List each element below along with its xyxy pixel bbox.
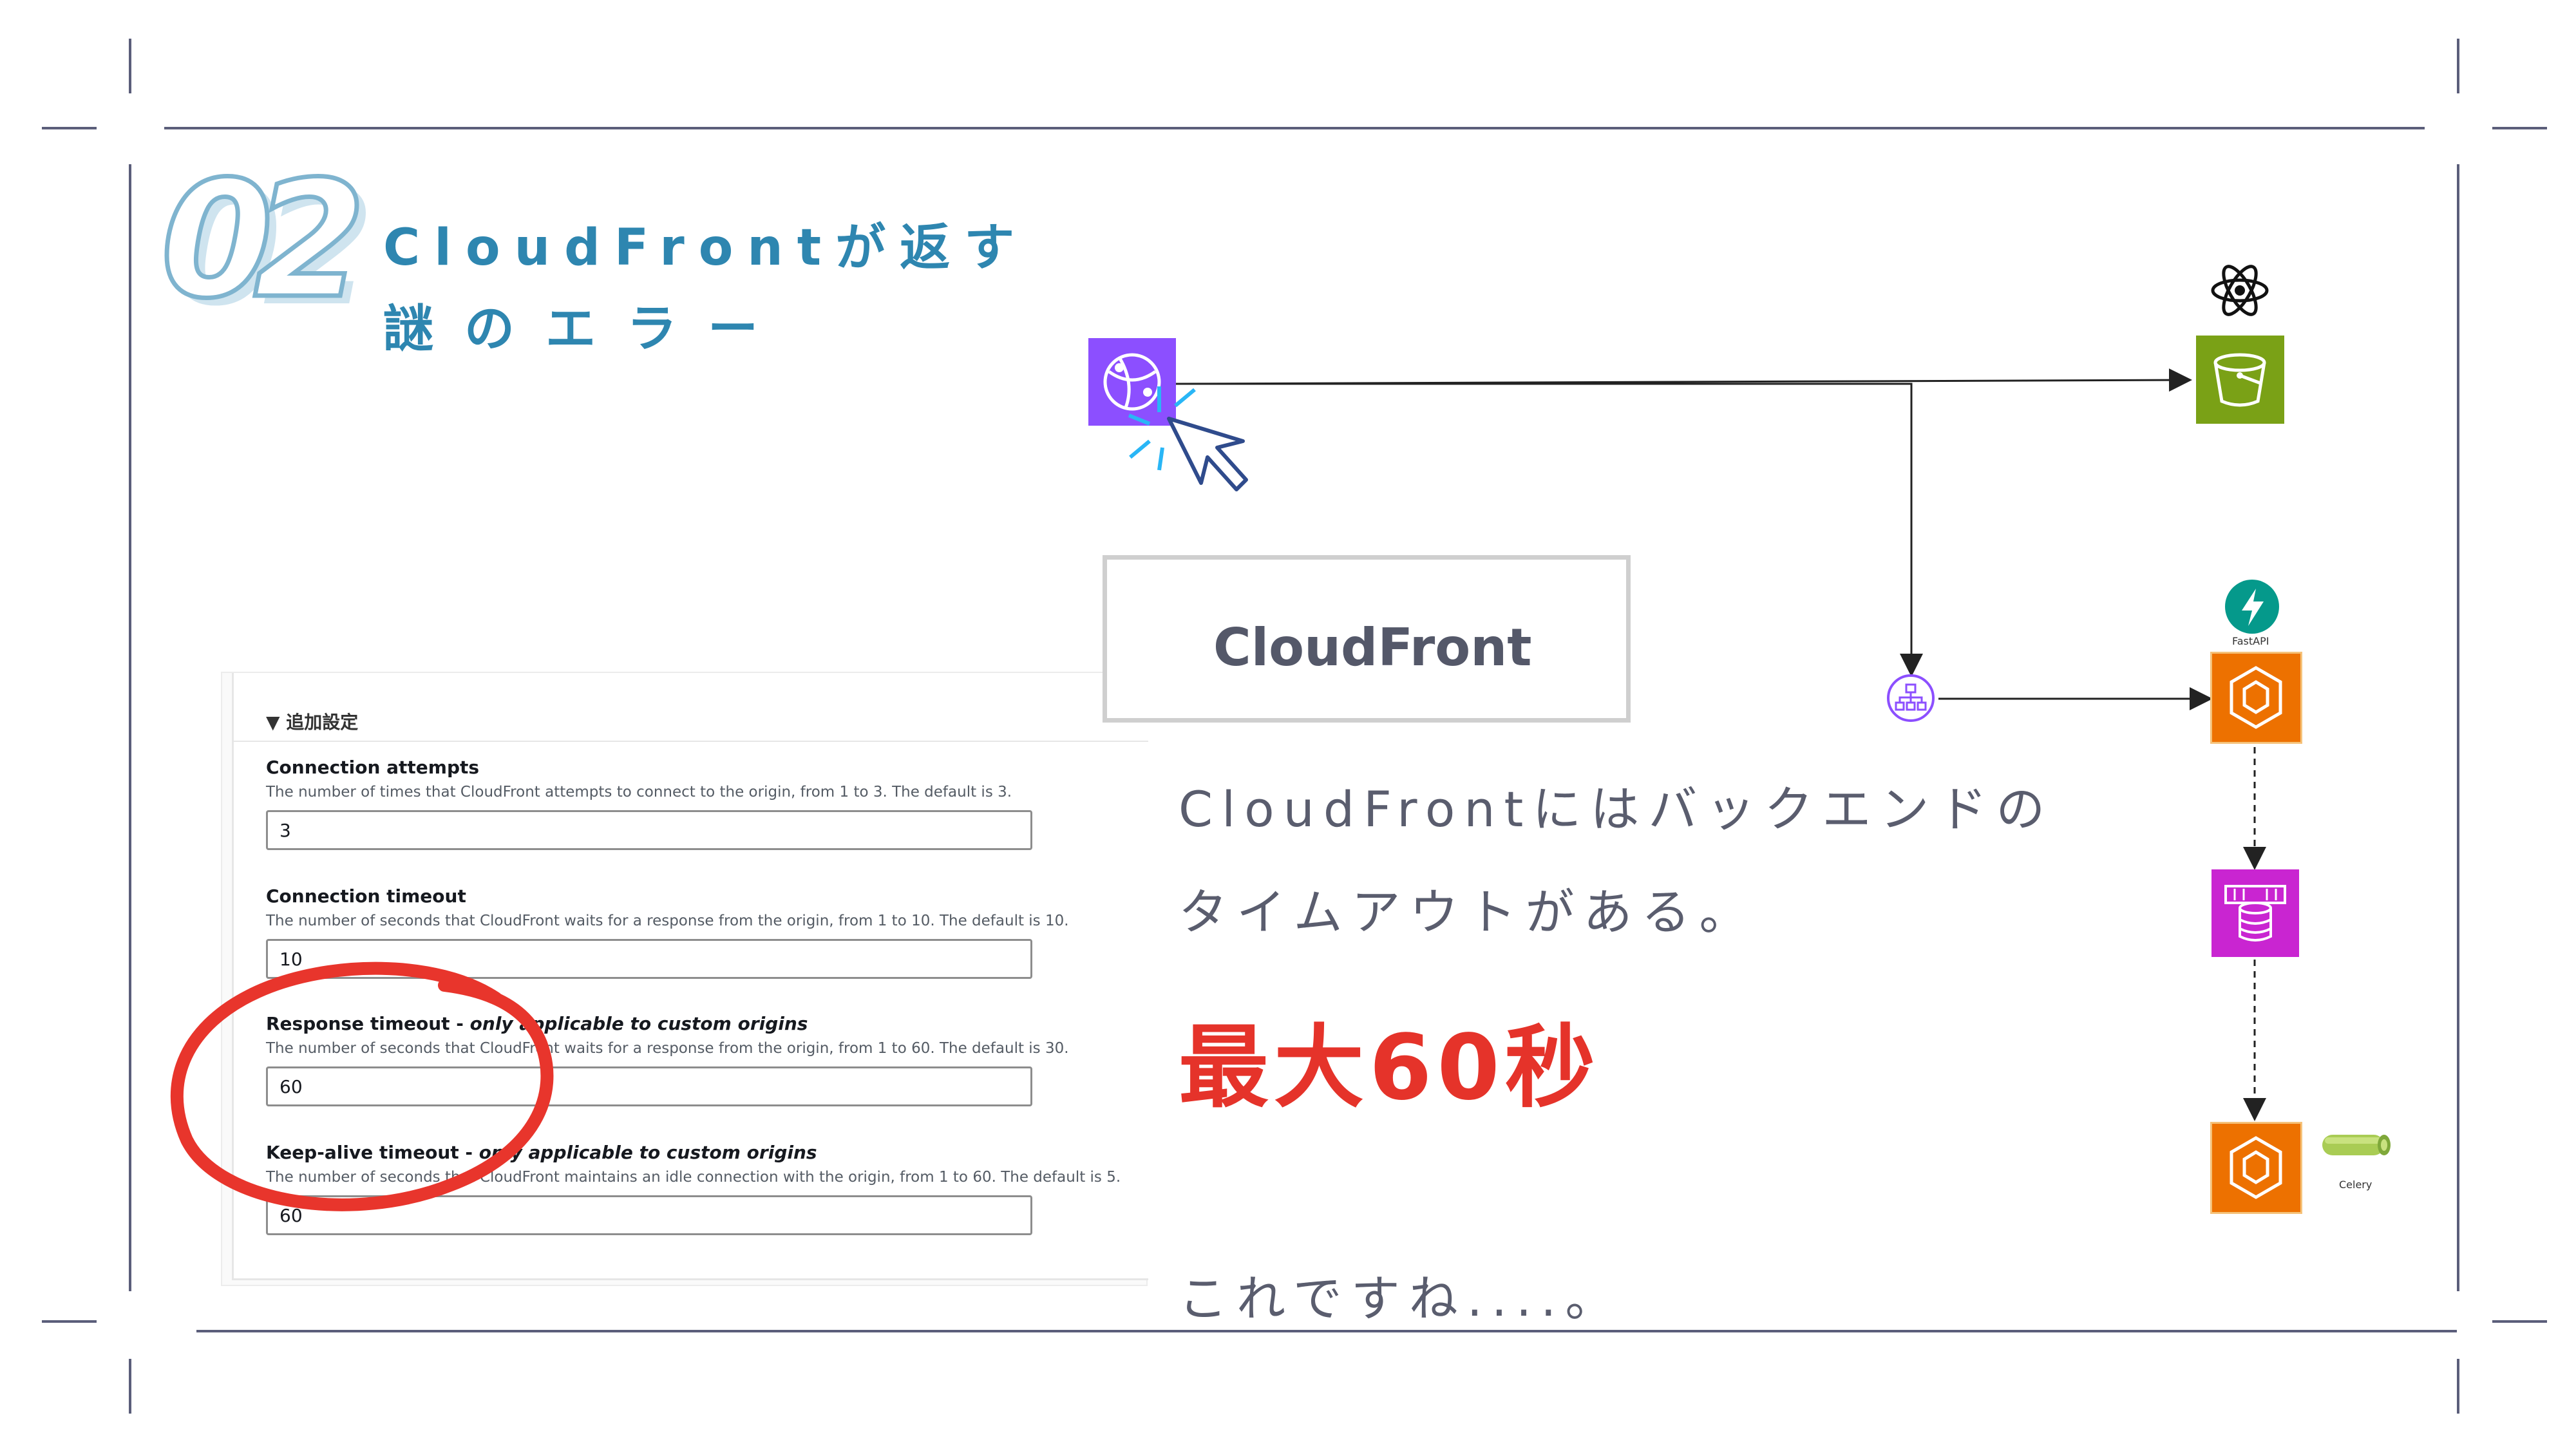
connection-timeout-label: Connection timeout (266, 886, 466, 907)
section-divider (234, 741, 1148, 742)
load-balancer-icon (1887, 674, 1935, 722)
crop-mark-br-v (2457, 1359, 2459, 1414)
explanation-line-2: タイムアウトがある。 (1179, 884, 1757, 941)
keep-alive-timeout-label: Keep-alive timeout - only applicable to … (266, 1142, 817, 1163)
react-icon (2211, 265, 2269, 316)
max-timeout-emphasis: 最大60秒 (1179, 1016, 1600, 1121)
response-timeout-input[interactable]: 60 (266, 1066, 1032, 1106)
fastapi-icon (2225, 580, 2279, 634)
frame-left-line (129, 164, 131, 1291)
additional-settings-toggle[interactable]: ▼ 追加設定 (266, 712, 359, 733)
cursor-click-icon (1128, 386, 1248, 491)
cloudfront-label-box: CloudFront (1103, 555, 1631, 723)
frame-bottom-line (196, 1330, 2457, 1332)
celery-label: Celery (2339, 1179, 2372, 1191)
fastapi-label: FastAPI (2232, 635, 2269, 647)
highlight-circle-annotation (170, 961, 554, 1211)
cloudfront-icon (1088, 338, 1176, 426)
connector-cf-to-alb (1175, 383, 1923, 677)
connection-attempts-description: The number of times that CloudFront atte… (266, 784, 1012, 800)
section-number: 02 (159, 146, 368, 334)
crop-mark-bl-v (129, 1359, 131, 1414)
connection-timeout-description: The number of seconds that CloudFront wa… (266, 913, 1069, 929)
crop-mark-bl-h (42, 1320, 97, 1323)
frame-right-line (2457, 164, 2459, 1291)
s3-bucket-icon (2196, 336, 2284, 424)
connection-attempts-label: Connection attempts (266, 757, 480, 778)
keep-alive-timeout-description: The number of seconds that CloudFront ma… (266, 1169, 1121, 1186)
elasticache-icon (2211, 869, 2299, 957)
heading-line-2: 謎のエラー (383, 300, 790, 358)
ecs-worker-icon (2210, 1122, 2302, 1214)
heading-line-1: CloudFrontが返す (383, 219, 1029, 277)
settings-panel-inner: ▼ 追加設定 Connection attempts The number of… (232, 673, 1148, 1280)
cloudfront-label: CloudFront (1213, 618, 1532, 677)
crop-mark-tr-v (2457, 39, 2459, 93)
crop-mark-tl-v (129, 39, 131, 93)
response-timeout-description: The number of seconds that CloudFront wa… (266, 1040, 1069, 1057)
celery-icon (2322, 1135, 2391, 1155)
explanation-line-1: CloudFrontにはバックエンドの (1179, 781, 2054, 838)
crop-mark-tl-h (42, 127, 97, 129)
settings-panel: ▼ 追加設定 Connection attempts The number of… (222, 673, 1148, 1285)
ecs-container-icon (2210, 652, 2302, 744)
crop-mark-tr-h (2492, 127, 2547, 129)
connection-attempts-input[interactable]: 3 (266, 810, 1032, 850)
frame-top-line (164, 127, 2425, 129)
crop-mark-br-h (2492, 1320, 2547, 1323)
closing-remark: これですね....。 (1179, 1270, 1624, 1327)
